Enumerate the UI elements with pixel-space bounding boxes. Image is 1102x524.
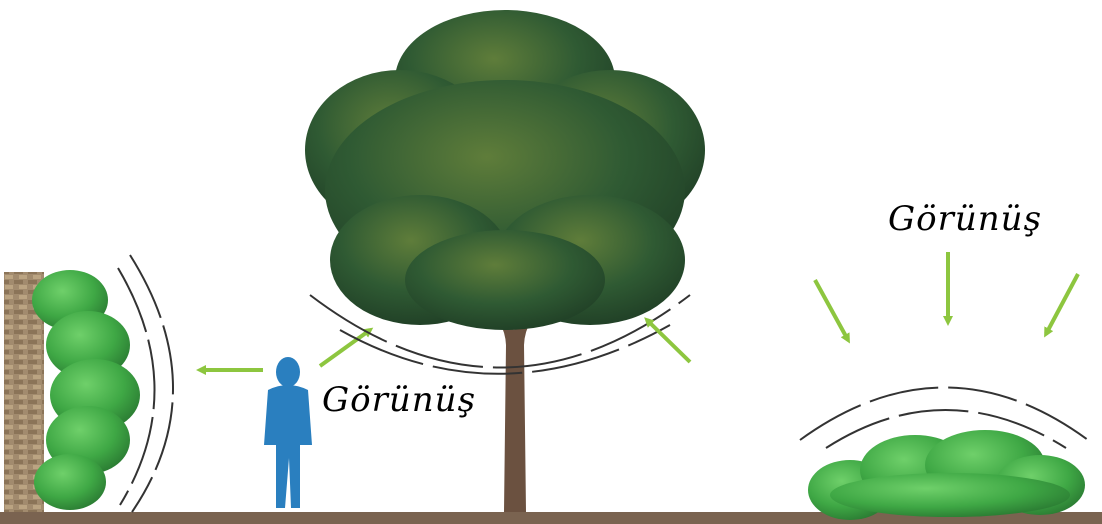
view-label-top: Görünüş: [888, 199, 1042, 239]
view-arrow-icon: [320, 330, 370, 366]
view-arrow-icon: [815, 280, 848, 340]
person-silhouette-icon: [264, 357, 312, 508]
shrub-icon: [808, 430, 1085, 520]
hedge-icon: [32, 270, 140, 510]
tree-icon: [305, 10, 705, 512]
view-label-person: Görünüş: [322, 380, 476, 420]
view-arrow-icon: [1046, 274, 1078, 334]
shrub-sight-arcs-icon: [800, 388, 1088, 449]
